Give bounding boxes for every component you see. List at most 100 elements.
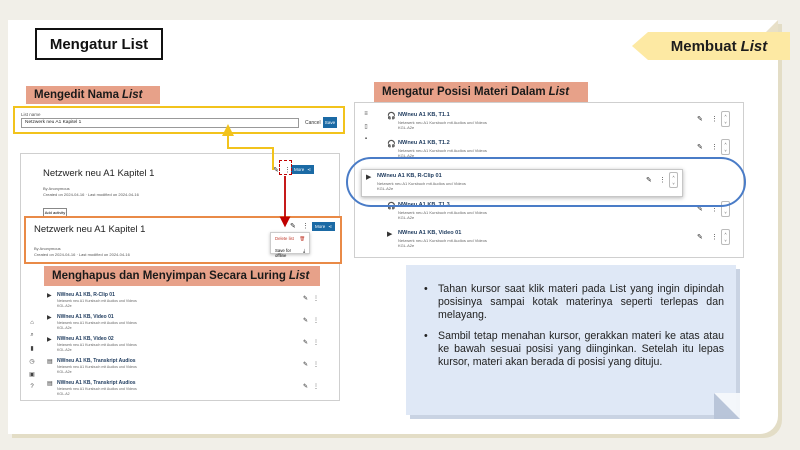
up-arrow-icon[interactable]: ˄ (672, 174, 675, 179)
pencil-icon[interactable]: ✎ (303, 296, 309, 302)
down-arrow-icon[interactable]: ˅ (724, 210, 727, 215)
kebab-icon[interactable]: ⋮ (313, 318, 319, 324)
pencil-icon[interactable]: ✎ (303, 318, 309, 324)
history-icon[interactable]: ◷ (29, 359, 35, 365)
delete-list-label: Delete list (275, 236, 294, 241)
item-name: NWneu A1 KB, R-Clip 01 (57, 292, 115, 298)
save-offline-item[interactable]: Save for offline⤓ (271, 245, 309, 261)
list-panel-right: ≡ ▯ ▪ 🎧 NWneu A1 KB, T1.1 Netzwerk neu A… (354, 102, 744, 258)
reorder-arrows[interactable]: ˄˅ (669, 172, 678, 188)
kebab-icon[interactable]: ⋮ (313, 296, 319, 302)
item-desc: Netzwerk neu A1 Kursbuch mit Audios und … (398, 238, 487, 243)
kebab-icon[interactable]: ⋮ (313, 384, 319, 390)
up-arrow-icon[interactable]: ˄ (724, 141, 727, 146)
delete-list-item[interactable]: Delete list🗑 (271, 233, 309, 245)
search-icon[interactable]: ⌕ (30, 332, 34, 338)
edit-pencil-icon[interactable]: ✎ (273, 167, 279, 174)
more-options-icon[interactable]: ⋮ (284, 167, 291, 174)
instruction-list: Tahan kursor saat klik materi pada List … (424, 283, 724, 377)
video-icon: ▶ (47, 315, 52, 321)
pencil-icon[interactable]: ✎ (303, 362, 309, 368)
item-code: KGL.A2e (398, 243, 415, 248)
instruction-item: Tahan kursor saat klik materi pada List … (424, 283, 724, 322)
item-name: NWneu A1 KB, T1.2 (398, 140, 450, 146)
item-code: KGL.A2e (398, 153, 415, 158)
reorder-arrows[interactable]: ˄˅ (721, 111, 730, 127)
kebab-icon[interactable]: ⋮ (313, 362, 319, 368)
down-arrow-icon[interactable]: ˅ (724, 120, 727, 125)
save-button[interactable]: Save (323, 117, 337, 128)
pencil-icon[interactable]: ✎ (303, 340, 309, 346)
bookmark-icon[interactable]: ▯ (364, 124, 368, 130)
more-button[interactable]: More⋖ (312, 222, 336, 231)
video-icon: ▶ (47, 293, 52, 299)
up-arrow-icon[interactable]: ˄ (724, 231, 727, 236)
kebab-icon[interactable]: ⋮ (659, 177, 666, 184)
menu-icon[interactable]: ≡ (364, 111, 368, 117)
list-item[interactable]: 🎧 NWneu A1 KB, T1.2 Netzwerk neu A1 Kurs… (383, 137, 739, 165)
notes-icon[interactable]: ▪ (364, 136, 368, 142)
ribbon-emph: List (740, 37, 768, 55)
left-side-rail: ⌂ ⌕ ▮ ◷ ▣ ? (25, 320, 39, 396)
item-desc: Netzwerk neu A1 Kursbuch mit Audios und … (377, 181, 466, 186)
pencil-icon[interactable]: ✎ (697, 144, 703, 151)
list-item[interactable]: 🎧 NWneu A1 KB, T1.1 Netzwerk neu A1 Kurs… (383, 109, 739, 137)
pencil-icon[interactable]: ✎ (646, 177, 652, 184)
up-arrow-icon[interactable]: ˄ (724, 113, 727, 118)
help-icon[interactable]: ? (30, 384, 34, 390)
home-icon[interactable]: ⌂ (30, 320, 34, 326)
list-name-label: List name (21, 112, 41, 117)
download-icon: ⤓ (303, 248, 305, 253)
more-options-icon[interactable]: ⋮ (302, 223, 309, 230)
document-icon: ▤ (47, 359, 53, 365)
down-arrow-icon[interactable]: ˅ (724, 148, 727, 153)
list-title: Netzwerk neu A1 Kapitel 1 (43, 168, 155, 179)
item-name: NWneu A1 KB, T1.1 (398, 112, 450, 118)
notes-icon[interactable]: ▣ (29, 372, 35, 378)
pencil-icon[interactable]: ✎ (303, 384, 309, 390)
kebab-icon[interactable]: ⋮ (313, 340, 319, 346)
item-code: KGL.A2 (57, 392, 70, 396)
instruction-note: Tahan kursor saat klik materi pada List … (406, 265, 740, 419)
list-item[interactable]: ▤ NWneu A1 KB, Transkript Audios Netzwer… (41, 378, 339, 400)
reorder-arrows[interactable]: ˄˅ (721, 139, 730, 155)
edit-pencil-icon[interactable]: ✎ (290, 223, 296, 230)
slide-title: Mengatur List (35, 28, 163, 60)
list-item[interactable]: ▶ NWneu A1 KB, Video 01 Netzwerk neu A1 … (383, 227, 739, 255)
item-desc: Netzwerk neu A1 Kursbuch mit Audios und … (57, 365, 137, 369)
cancel-button[interactable]: Cancel (305, 120, 321, 126)
kebab-icon[interactable]: ⋮ (711, 234, 718, 241)
item-desc: Netzwerk neu A1 Kursbuch mit Audios und … (398, 120, 487, 125)
dragged-list-item[interactable]: ▶ NWneu A1 KB, R-Clip 01 Netzwerk neu A1… (361, 169, 683, 197)
headphones-icon: 🎧 (387, 113, 396, 120)
kebab-icon[interactable]: ⋮ (711, 116, 718, 123)
pencil-icon[interactable]: ✎ (697, 234, 703, 241)
list-meta: Created on 2024-04-16 · Last modified on… (43, 192, 139, 197)
pencil-icon[interactable]: ✎ (697, 116, 703, 123)
item-name: NWneu A1 KB, Video 02 (57, 336, 114, 342)
list-item[interactable]: ▶ NWneu A1 KB, Video 01 Netzwerk neu A1 … (41, 312, 339, 334)
item-code: KGL.A2e (57, 370, 72, 374)
reorder-label-emph: List (548, 86, 570, 98)
item-code: KGL.A2e (398, 125, 415, 130)
reorder-arrows[interactable]: ˄˅ (721, 229, 730, 245)
item-desc: Netzwerk neu A1 Kursbuch mit Audios und … (398, 210, 487, 215)
ribbon-banner: Membuat List (632, 32, 790, 60)
more-button[interactable]: More⋖ (291, 165, 315, 174)
bookmark-icon[interactable]: ▮ (30, 346, 34, 352)
rename-label-emph: List (122, 89, 143, 101)
item-code: KGL.A2e (398, 215, 415, 220)
down-arrow-icon[interactable]: ˅ (672, 181, 675, 186)
delete-label-text: Menghapus dan Menyimpan Secara Luring (52, 270, 286, 282)
item-code: KGL.A2e (377, 186, 394, 191)
list-item[interactable]: ▶ NWneu A1 KB, Video 02 Netzwerk neu A1 … (41, 334, 339, 356)
list-item[interactable]: ▤ NWneu A1 KB, Transkript Audios Netzwer… (41, 356, 339, 378)
list-name-input[interactable]: Netzwerk neu A1 Kapitel 1 (21, 118, 299, 128)
list-item[interactable]: ▶ NWneu A1 KB, R-Clip 01 Netzwerk neu A1… (41, 290, 339, 312)
pencil-icon[interactable]: ✎ (697, 206, 703, 213)
item-desc: Netzwerk neu A1 Kursbuch mit Audios und … (57, 321, 137, 325)
kebab-icon[interactable]: ⋮ (711, 206, 718, 213)
kebab-icon[interactable]: ⋮ (711, 144, 718, 151)
item-desc: Netzwerk neu A1 Kursbuch mit Audios und … (398, 148, 487, 153)
down-arrow-icon[interactable]: ˅ (724, 238, 727, 243)
